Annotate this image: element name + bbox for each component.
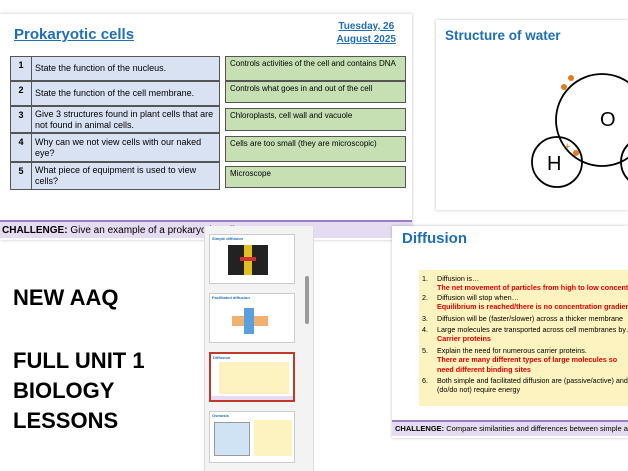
thumbnail-challenge — [211, 396, 293, 400]
slide-title: Prokaryotic cells — [14, 26, 135, 43]
answer-text: Carrier proteins — [437, 334, 491, 344]
electron-dot — [573, 150, 579, 156]
answer-text: The net movement of particles from high … — [437, 283, 628, 293]
thumbnail-protein — [244, 308, 254, 334]
list-item: 6.Both simple and facilitated diffusion … — [422, 376, 628, 386]
question-text: Why can we not view cells with our naked… — [32, 133, 220, 162]
question-box — [419, 270, 628, 406]
question-text: Give 3 structures found in plant cells t… — [32, 106, 220, 133]
thumbnail-diffusion[interactable]: Diffusion — [209, 352, 295, 402]
thumbnail-box — [219, 362, 289, 394]
question-number: 5 — [10, 162, 32, 190]
slide-title: Structure of water — [445, 28, 561, 43]
charge-label: + — [564, 141, 570, 153]
list-item: 2.Diffusion will stop when… — [422, 292, 519, 302]
scrollbar-thumb[interactable] — [305, 276, 309, 324]
list-item-continuation: (do/do not) require energy — [437, 385, 521, 395]
list-item: 4.Large molecules are transported across… — [422, 325, 628, 335]
water-molecule-diagram: O H + — [531, 73, 628, 188]
slide-prokaryotic-cells[interactable]: Prokaryotic cells Tuesday, 26 August 202… — [0, 14, 412, 240]
question-number: 4 — [10, 133, 32, 162]
headline-unit: FULL UNIT 1 BIOLOGY LESSONS — [13, 348, 145, 433]
challenge-bar: CHALLENGE: Compare similarities and diff… — [392, 420, 628, 436]
question-text: State the function of the nucleus. — [32, 56, 220, 81]
question-number: 2 — [10, 81, 32, 106]
thumbnail-box — [254, 420, 292, 456]
answer-text: Microscope — [225, 166, 406, 188]
slide-diffusion[interactable]: Diffusion 1.Diffusion is… The net moveme… — [392, 226, 628, 438]
answer-text: Equilibrium is reached/there is no conce… — [437, 302, 628, 312]
electron-dot — [561, 84, 567, 90]
list-item: 1.Diffusion is… — [422, 274, 480, 283]
list-item: 5.Explain the need for numerous carrier … — [422, 345, 587, 355]
question-list: 1.Diffusion is… The net movement of part… — [422, 274, 628, 395]
slide-thumbnail-panel[interactable]: Simple diffusion Facilitated diffusion D… — [204, 226, 314, 471]
question-text: What piece of equipment is used to view … — [32, 162, 220, 190]
hydrogen-label: H — [547, 153, 561, 175]
answer-text: There are many different types of large … — [437, 355, 618, 374]
electron-dot — [568, 75, 574, 81]
thumbnail-osmosis[interactable]: Osmosis — [209, 411, 295, 463]
hydrogen-atom — [531, 136, 583, 188]
thumbnail-image — [214, 422, 250, 456]
slide-structure-of-water[interactable]: O H + Structure of water — [436, 20, 628, 210]
headline-new-aaq: NEW AAQ — [13, 285, 119, 310]
question-number: 1 — [10, 56, 32, 81]
question-number: 3 — [10, 106, 32, 133]
question-text: State the function of the cell membrane. — [32, 81, 220, 106]
slide-date: Tuesday, 26 August 2025 — [336, 21, 396, 45]
slide-title: Diffusion — [402, 230, 467, 247]
answer-text: Controls activities of the cell and cont… — [225, 56, 406, 81]
answer-text: Controls what goes in and out of the cel… — [225, 81, 406, 103]
list-item: 3.Diffusion will be (faster/slower) acro… — [422, 313, 624, 323]
thumbnail-arrow — [240, 257, 256, 261]
thumbnail-facilitated-diffusion[interactable]: Facilitated diffusion — [209, 293, 295, 343]
hydrogen-atom-right — [620, 143, 628, 181]
oxygen-atom — [555, 73, 628, 167]
answer-text: Cells are too small (they are microscopi… — [225, 136, 406, 162]
oxygen-label: O — [600, 109, 616, 131]
thumbnail-simple-diffusion[interactable]: Simple diffusion — [209, 234, 295, 284]
answer-text: Chloroplasts, cell wall and vacuole — [225, 108, 406, 131]
